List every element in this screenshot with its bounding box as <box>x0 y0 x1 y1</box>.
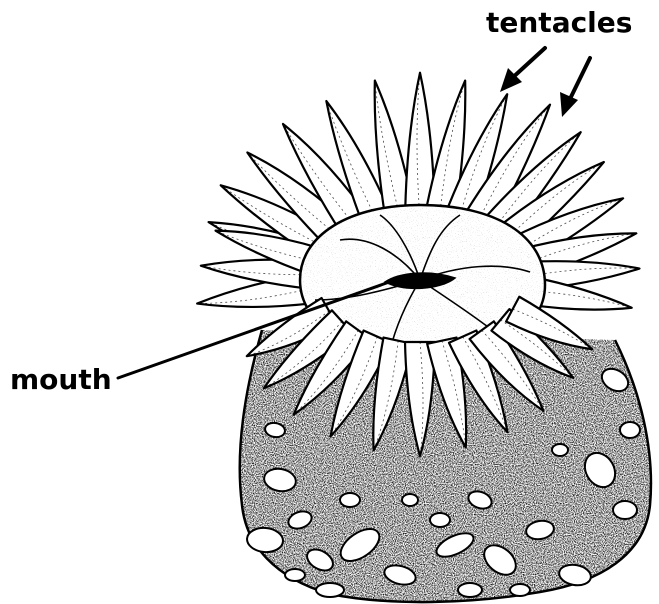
pebble <box>552 444 568 456</box>
tentacles-arrowhead-2 <box>560 92 578 117</box>
pebble <box>316 583 344 597</box>
pebble <box>402 494 418 506</box>
pebble <box>430 513 450 527</box>
tentacles-label: tentacles <box>486 9 632 37</box>
pebble <box>285 569 305 581</box>
mouth-label: mouth <box>10 366 112 394</box>
pebble <box>340 493 360 507</box>
tentacles-arrow-1 <box>510 48 545 80</box>
pebble <box>613 501 637 519</box>
tentacles-arrow-2 <box>568 58 590 103</box>
pebble <box>620 422 640 438</box>
pebble <box>458 583 482 597</box>
pebble <box>510 584 530 596</box>
